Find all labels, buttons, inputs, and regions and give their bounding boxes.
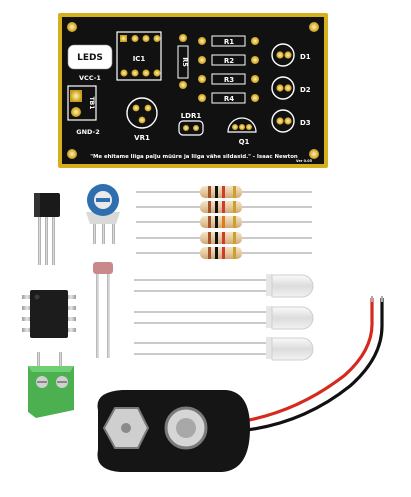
led xyxy=(134,306,314,330)
resistor xyxy=(136,201,312,213)
led xyxy=(134,274,314,298)
mounting-hole xyxy=(309,149,319,159)
vcc-label: VCC-1 xyxy=(79,74,101,82)
to92-transistor-icon xyxy=(34,193,60,265)
r2-footprint: R2 xyxy=(198,54,259,66)
d3-label: D3 xyxy=(300,119,311,127)
resistor xyxy=(136,186,312,198)
q1-footprint: Q1 xyxy=(227,117,257,146)
led-bundle xyxy=(134,274,314,361)
logo-text: LEDS xyxy=(77,53,103,63)
mounting-hole xyxy=(67,22,77,32)
r1-label: R1 xyxy=(224,38,234,46)
pcb-board: LEDS VCC-1 TB1 GND-2 IC1 R5 xyxy=(58,13,328,168)
pcb-quote: "Me ehitame liiga palju müüre ja liiga v… xyxy=(90,154,298,160)
trimmer-potentiometer-icon xyxy=(86,184,120,244)
dip8-ic-icon xyxy=(22,290,76,338)
tb1-footprint: TB1 xyxy=(67,85,97,121)
d3-footprint: D3 xyxy=(271,109,311,133)
pcb-surface xyxy=(62,17,324,164)
r4-label: R4 xyxy=(224,95,234,103)
tb-label: TB1 xyxy=(88,97,95,110)
r3-label: R3 xyxy=(224,76,234,84)
r1-footprint: R1 xyxy=(198,35,259,47)
r5-footprint: R5 xyxy=(177,34,189,89)
r3-footprint: R3 xyxy=(198,73,259,85)
resistor-bundle xyxy=(136,186,312,259)
leds-logo: LEDS xyxy=(67,44,113,70)
ldr-label: LDR1 xyxy=(181,112,202,120)
d2-label: D2 xyxy=(300,86,311,94)
resistor xyxy=(136,232,312,244)
vr-label: VR1 xyxy=(134,134,150,142)
ic1-footprint: IC1 xyxy=(116,31,162,81)
screw-terminal-icon xyxy=(28,352,74,418)
resistor xyxy=(136,216,312,228)
gnd-label: GND-2 xyxy=(76,128,100,136)
pcb-version: Ver 0.05 xyxy=(296,159,313,163)
ldr1-footprint: LDR1 xyxy=(178,112,204,136)
d2-footprint: D2 xyxy=(271,76,311,100)
mounting-hole xyxy=(67,149,77,159)
r5-label: R5 xyxy=(181,57,189,67)
d1-footprint: D1 xyxy=(271,43,311,67)
d1-label: D1 xyxy=(300,53,311,61)
mounting-hole xyxy=(309,22,319,32)
led xyxy=(134,337,314,361)
q-label: Q1 xyxy=(239,138,250,146)
r4-footprint: R4 xyxy=(198,92,259,104)
vr1-footprint: VR1 xyxy=(126,97,158,142)
resistor xyxy=(136,247,312,259)
photoresistor-icon xyxy=(93,262,113,358)
ic-label: IC1 xyxy=(133,55,146,63)
battery-snap-icon xyxy=(97,296,384,472)
r2-label: R2 xyxy=(224,57,234,65)
